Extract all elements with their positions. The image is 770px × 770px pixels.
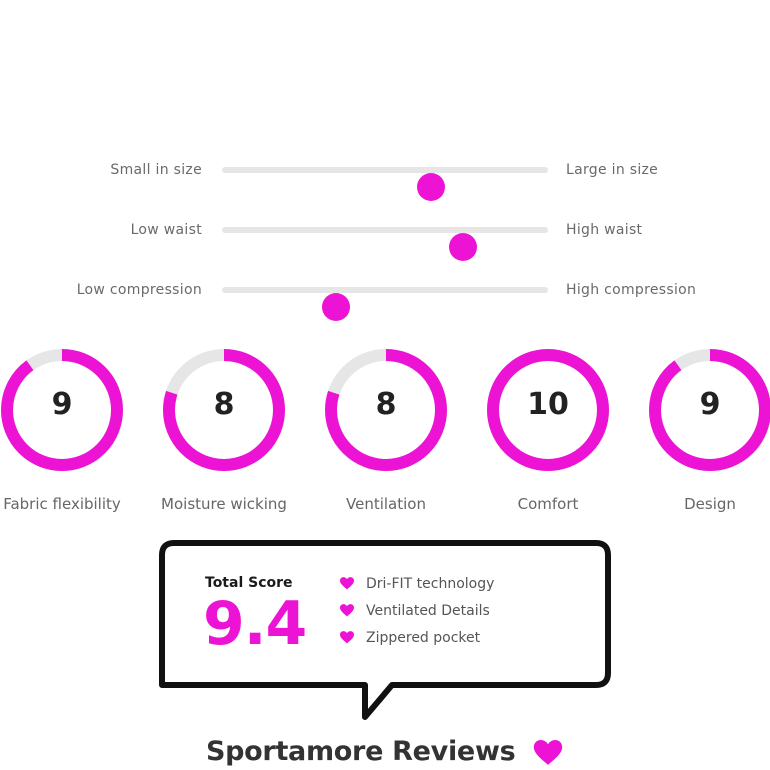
slider-thumb[interactable] [322,293,351,321]
rating-score: 9 [51,387,73,422]
score-bubble [0,535,770,735]
feature-text: Ventilated Details [366,603,490,619]
rating-ring [1,349,123,471]
rating-score: 8 [375,387,397,422]
slider-thumb[interactable] [449,233,478,261]
slider-track[interactable] [222,287,548,321]
heart-icon [340,631,354,644]
rating-label: Design [684,495,736,513]
total-score-value: 9.4 [203,589,307,659]
rating-label: Fabric flexibility [3,495,121,513]
rating-ring [163,349,285,471]
slider-right-label: High compression [566,282,697,298]
feature-text: Dri-FIT technology [366,576,495,592]
heart-icon [533,740,563,765]
ring-fill [487,349,609,471]
rating-ring [325,349,447,471]
rating-label: Moisture wicking [161,495,287,513]
slider-left-label: Low compression [76,282,202,298]
slider-track[interactable] [222,167,548,201]
slider-row-size: Small in size Large in size [0,150,770,201]
rating-gauge-fabric-flexibility: 9 Fabric flexibility [0,345,127,520]
ring-fill [325,349,447,471]
rating-label: Comfort [517,495,579,513]
slider-row-compression: Low compression High compression [0,270,770,321]
heart-icon [340,577,354,590]
brand-name: Sportamore Reviews [206,736,516,767]
ring-fill [163,349,285,471]
rating-score: 8 [213,387,235,422]
slider-right-label: High waist [566,222,643,238]
feature-text: Zippered pocket [366,630,481,646]
rating-gauge-moisture-wicking: 8 Moisture wicking [159,345,289,520]
brand-footer: Sportamore Reviews [206,734,563,770]
slider-left-label: Low waist [130,222,202,238]
slider-thumb[interactable] [416,173,445,201]
rating-gauge-ventilation: 8 Ventilation [321,345,451,520]
rating-gauge-design: 9 Design [645,345,770,520]
rating-score: 10 [527,387,569,422]
rating-ring [649,349,770,471]
rating-ring [487,349,609,471]
ring-fill [649,349,770,471]
rating-label: Ventilation [346,495,426,513]
rating-score: 9 [699,387,721,422]
slider-row-waist: Low waist High waist [0,210,770,261]
slider-right-label: Large in size [566,162,659,178]
slider-left-label: Small in size [110,162,202,178]
speech-bubble-outline [159,540,611,720]
total-score-title: Total Score [205,575,293,591]
heart-icon [340,604,354,617]
slider-track[interactable] [222,227,548,261]
rating-gauge-comfort: 10 Comfort [483,345,613,520]
ring-fill [1,349,123,471]
